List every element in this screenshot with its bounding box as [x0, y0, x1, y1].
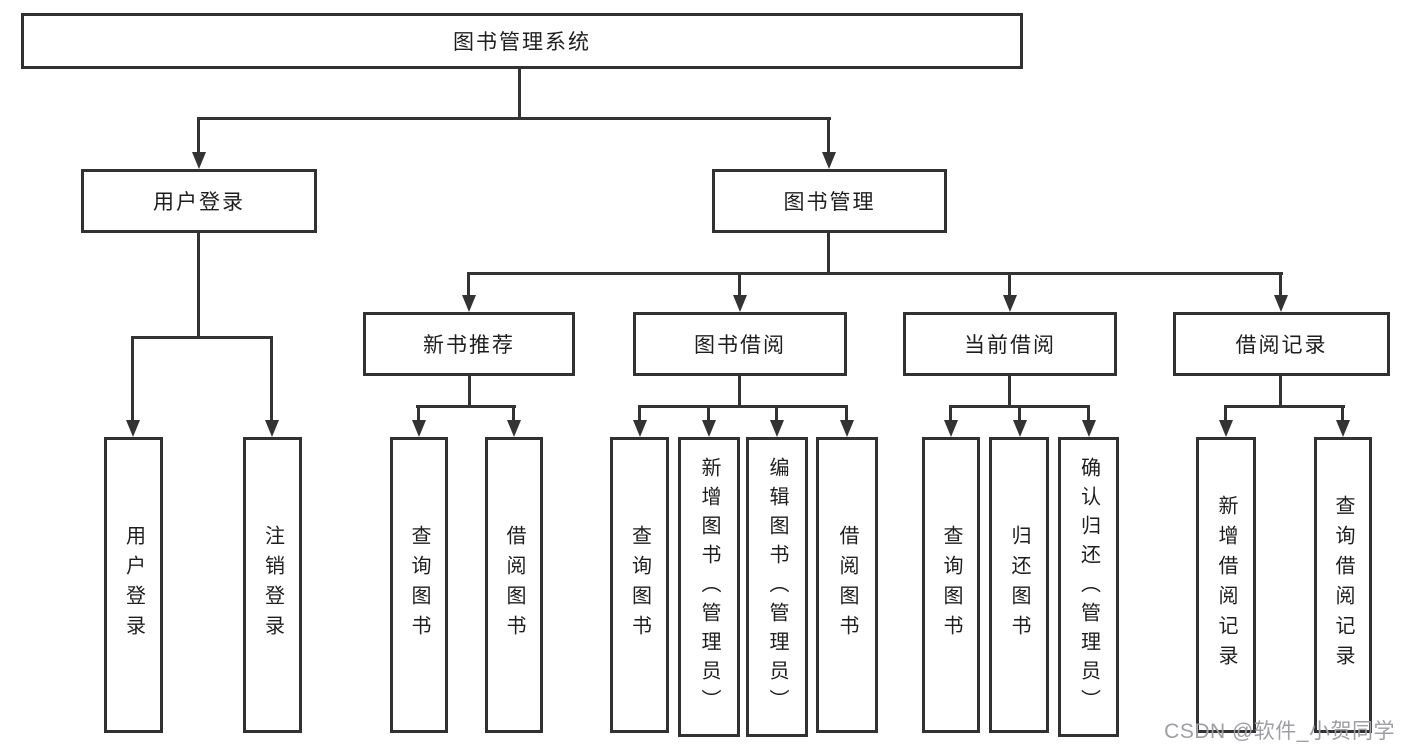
leaf-add-book-admin: 新增图书（管理员） [678, 437, 740, 737]
node-label: 用户登录 [153, 191, 245, 214]
connector-line [197, 120, 200, 155]
node-label: 新书推荐 [423, 334, 515, 357]
leaf-return-book: 归还图书 [989, 437, 1049, 733]
connector-line [197, 117, 831, 120]
arrowhead-icon [412, 420, 426, 437]
connector-line [417, 408, 420, 422]
arrowhead-icon [1219, 420, 1233, 437]
node-label: 借阅记录 [1235, 334, 1328, 357]
connector-line [707, 408, 710, 422]
node-user-login: 用户登录 [81, 169, 317, 233]
connector-line [518, 69, 521, 120]
connector-line [1018, 408, 1021, 422]
connector-line [827, 233, 830, 275]
leaf-confirm-return-admin: 确认归还（管理员） [1058, 437, 1119, 737]
arrowhead-icon [733, 295, 747, 312]
leaf-rec-borrow-book: 借阅图书 [485, 437, 543, 733]
connector-line [949, 405, 1090, 408]
arrowhead-icon [633, 420, 647, 437]
node-label: 归还图书 [1008, 525, 1030, 645]
connector-line [845, 408, 848, 422]
connector-line [512, 408, 515, 422]
connector-line [467, 272, 1283, 275]
connector-line [468, 376, 471, 408]
node-label: 借阅图书 [503, 525, 525, 645]
leaf-search-borrow-record: 查询借阅记录 [1314, 437, 1372, 733]
leaf-logout: 注销登录 [243, 437, 302, 733]
connector-line [1279, 275, 1282, 298]
connector-line [1224, 405, 1345, 408]
node-label: 查询借阅记录 [1332, 495, 1354, 675]
node-label: 图书管理 [783, 191, 876, 214]
node-label: 用户登录 [122, 525, 145, 645]
arrowhead-icon [1013, 420, 1027, 437]
connector-line [827, 120, 830, 155]
arrowhead-icon [1274, 295, 1288, 312]
arrowhead-icon [702, 420, 716, 437]
node-label: 图书管理系统 [453, 31, 591, 54]
connector-line [1224, 408, 1227, 422]
node-label: 注销登录 [261, 525, 284, 645]
connector-line [738, 275, 741, 298]
connector-line [1279, 376, 1282, 408]
leaf-current-search-book: 查询图书 [922, 437, 980, 733]
arrowhead-icon [507, 420, 521, 437]
node-label: 查询图书 [628, 525, 651, 645]
connector-line [197, 233, 200, 339]
leaf-edit-book-admin: 编辑图书（管理员） [746, 437, 808, 737]
connector-line [638, 408, 641, 422]
arrowhead-icon [840, 420, 854, 437]
arrowhead-icon [1003, 295, 1017, 312]
leaf-add-borrow-record: 新增借阅记录 [1196, 437, 1256, 733]
arrowhead-icon [1082, 420, 1096, 437]
node-label: 新增借阅记录 [1215, 495, 1237, 675]
arrowhead-icon [1336, 420, 1350, 437]
connector-line [775, 408, 778, 422]
connector-line [1087, 408, 1090, 422]
connector-line [1341, 408, 1344, 422]
arrowhead-icon [126, 420, 140, 437]
node-borrow-records: 借阅记录 [1173, 312, 1390, 376]
node-current-borrow: 当前借阅 [903, 312, 1117, 376]
watermark: CSDN @软件_小贺同学 [1164, 720, 1395, 743]
node-book-borrow: 图书借阅 [633, 312, 847, 376]
leaf-user-login: 用户登录 [104, 437, 163, 733]
connector-line [131, 339, 134, 424]
leaf-rec-search-book: 查询图书 [390, 437, 448, 733]
node-label: 新增图书（管理员） [698, 456, 720, 718]
node-label: 查询图书 [940, 525, 962, 645]
arrowhead-icon [192, 152, 206, 169]
connector-line [738, 376, 741, 408]
node-root-library-system: 图书管理系统 [21, 13, 1023, 69]
node-label: 当前借阅 [964, 334, 1056, 357]
arrowhead-icon [265, 420, 279, 437]
node-new-book-recommend: 新书推荐 [363, 312, 575, 376]
node-label: 确认归还（管理员） [1077, 456, 1100, 718]
leaf-borrow-book: 借阅图书 [816, 437, 878, 733]
node-book-management: 图书管理 [712, 169, 947, 233]
arrowhead-icon [462, 295, 476, 312]
leaf-borrow-search-book: 查询图书 [610, 437, 669, 733]
connector-line [270, 339, 273, 424]
connector-line [416, 405, 516, 408]
node-label: 查询图书 [408, 525, 430, 645]
connector-line [949, 408, 952, 422]
node-label: 编辑图书（管理员） [766, 456, 788, 718]
arrowhead-icon [770, 420, 784, 437]
connector-line [131, 336, 273, 339]
arrowhead-icon [822, 152, 836, 169]
connector-line [1008, 275, 1011, 298]
arrowhead-icon [944, 420, 958, 437]
connector-line [467, 275, 470, 298]
node-label: 图书借阅 [694, 334, 786, 357]
connector-line [638, 405, 848, 408]
node-label: 借阅图书 [836, 525, 858, 645]
connector-line [1008, 376, 1011, 408]
